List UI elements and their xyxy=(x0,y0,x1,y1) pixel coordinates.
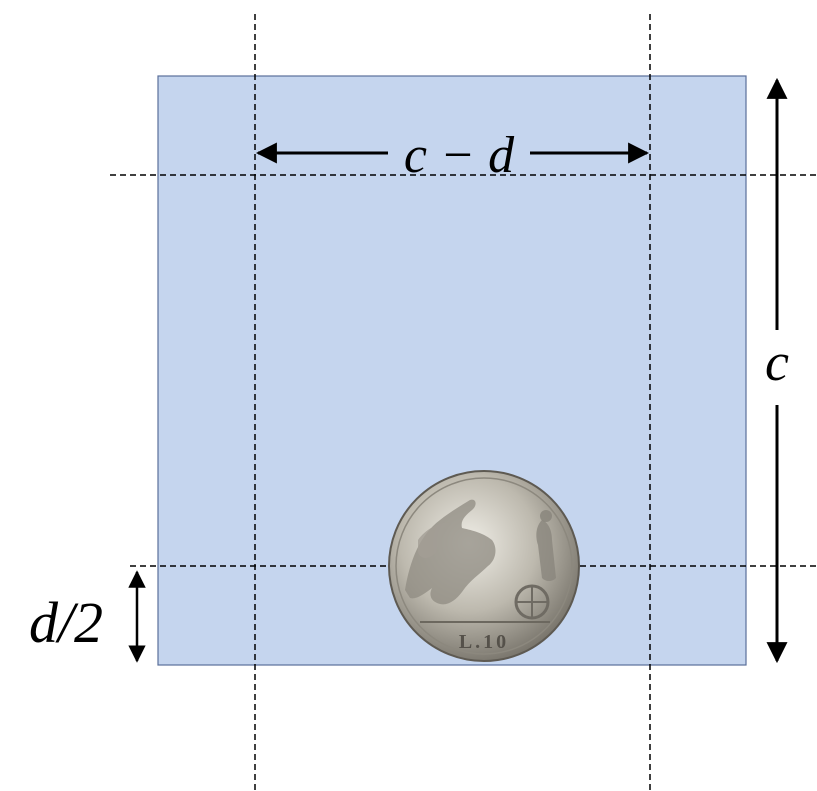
label-half-diameter: d/2 xyxy=(29,590,103,655)
silver-coin-chariot-icon: L.10 xyxy=(388,470,580,662)
coin-inscription: L.10 xyxy=(459,631,509,653)
label-side: c xyxy=(765,332,789,392)
label-width-inner: c − d xyxy=(404,127,515,184)
